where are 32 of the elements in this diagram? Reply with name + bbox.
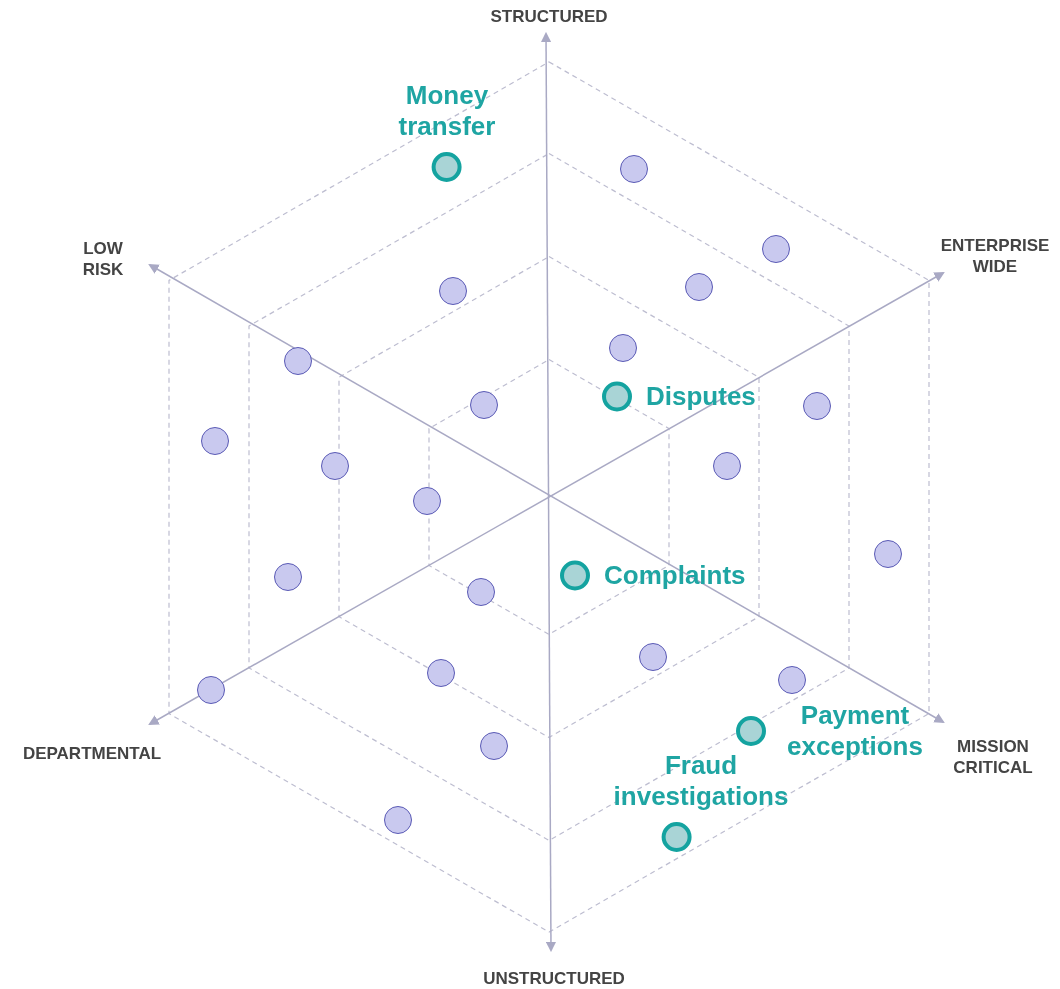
axis-label: DEPARTMENTAL bbox=[21, 742, 163, 764]
data-point bbox=[778, 666, 806, 694]
axis-label: ENTERPRISE WIDE bbox=[939, 235, 1051, 277]
data-point bbox=[427, 659, 455, 687]
data-point bbox=[609, 334, 637, 362]
point-label: Disputes bbox=[646, 380, 756, 412]
data-point bbox=[467, 578, 495, 606]
data-point bbox=[762, 235, 790, 263]
data-point bbox=[639, 643, 667, 671]
data-point bbox=[384, 806, 412, 834]
axis-label: UNSTRUCTURED bbox=[482, 967, 626, 989]
point-label: Complaints bbox=[604, 559, 746, 591]
axis-label: LOW RISK bbox=[81, 238, 125, 280]
data-point bbox=[439, 277, 467, 305]
point-label: Payment exceptions bbox=[786, 700, 924, 762]
data-point bbox=[274, 563, 302, 591]
point-label: Money transfer bbox=[398, 80, 496, 142]
axis-label: STRUCTURED bbox=[489, 5, 609, 27]
data-point bbox=[480, 732, 508, 760]
data-point bbox=[685, 273, 713, 301]
data-point bbox=[620, 155, 648, 183]
data-point bbox=[803, 392, 831, 420]
data-point bbox=[713, 452, 741, 480]
data-point bbox=[413, 487, 441, 515]
data-point bbox=[284, 347, 312, 375]
point-label: Fraud investigations bbox=[613, 750, 789, 812]
data-point bbox=[321, 452, 349, 480]
data-point bbox=[470, 391, 498, 419]
axis-label: MISSION CRITICAL bbox=[952, 736, 1034, 778]
data-point bbox=[874, 540, 902, 568]
data-point bbox=[197, 676, 225, 704]
data-point bbox=[201, 427, 229, 455]
